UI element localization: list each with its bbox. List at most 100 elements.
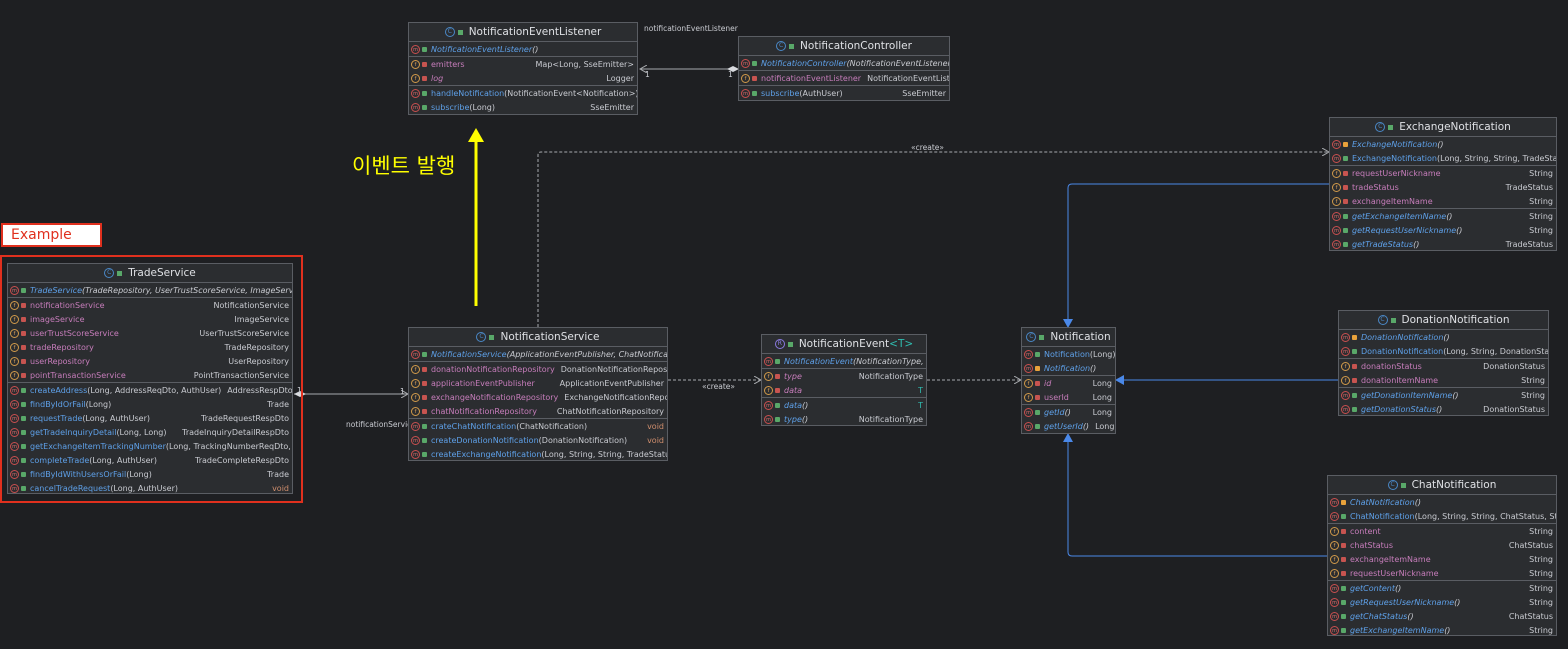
member-type: ApplicationEventPublisher (559, 378, 664, 388)
member-type: DonationStatus (1483, 361, 1545, 371)
member-type: String (1529, 568, 1553, 578)
field-icon: f (411, 364, 420, 374)
field-icon: f (1330, 568, 1339, 578)
protected-icon (1035, 365, 1040, 371)
class-name: TradeService (128, 267, 196, 279)
label-notification-event-listener: notificationEventListener (644, 24, 738, 33)
member-name: userId (1044, 392, 1069, 402)
member-params: (Long) (1089, 349, 1115, 359)
member-name: chatStatus (1350, 540, 1393, 550)
member-params: (NotificationType, T) (852, 356, 926, 366)
member-type: String (1529, 225, 1553, 235)
label-mult-trade2: 1 (400, 387, 405, 396)
member-type: Long (1095, 421, 1115, 431)
method-icon: m (411, 102, 420, 112)
member-params: (Long, String, String, TradeStatus) (541, 449, 667, 459)
field-icon: f (1341, 375, 1350, 385)
member-name: getChatStatus (1350, 611, 1408, 621)
member-name: exchangeNotificationRepository (431, 392, 559, 402)
member-name: userRepository (30, 356, 90, 366)
member-name: tradeStatus (1352, 182, 1399, 192)
member-params: (Long) (469, 102, 496, 112)
